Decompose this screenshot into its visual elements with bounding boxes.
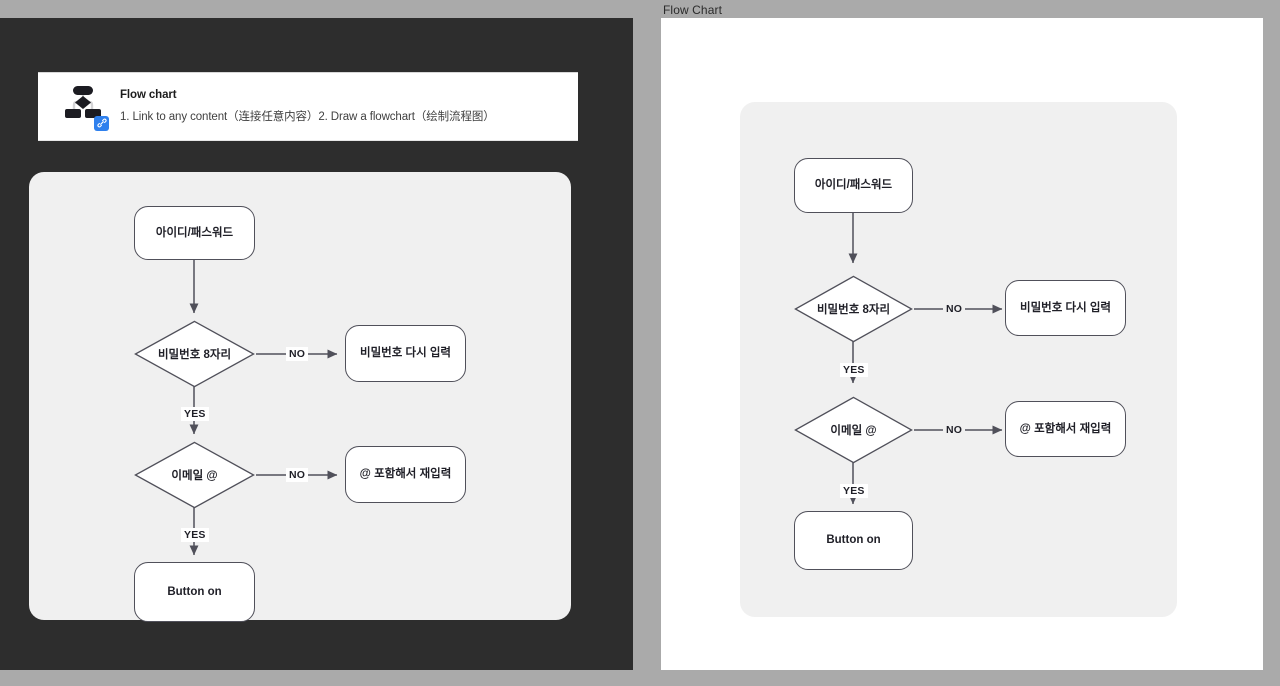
node-email-check: 이메일 @ bbox=[794, 396, 913, 464]
edge-label-yes-1: YES bbox=[840, 363, 868, 377]
edge-label-no-1: NO bbox=[943, 302, 966, 316]
editor-flow-canvas[interactable]: 아이디/패스워드 비밀번호 8자리 비밀번호 다시 입력 이메일 @ bbox=[29, 172, 571, 622]
editor-panel: Flow chart 1. Link to any content（连接任意内容… bbox=[0, 18, 633, 670]
node-pw-check: 비밀번호 8자리 bbox=[794, 275, 913, 343]
node-pw-check[interactable]: 비밀번호 8자리 bbox=[134, 320, 255, 388]
preview-panel: 아이디/패스워드 비밀번호 8자리 비밀번호 다시 입력 이메일 @ @ 포함해… bbox=[661, 18, 1263, 670]
block-subtitle: 1. Link to any content（连接任意内容）2. Draw a … bbox=[120, 111, 495, 123]
preview-title: Flow Chart bbox=[663, 3, 723, 17]
node-label: 이메일 @ bbox=[830, 425, 877, 437]
node-label: 이메일 @ bbox=[171, 470, 218, 482]
diamond-shape bbox=[134, 320, 255, 388]
block-text: Flow chart 1. Link to any content（连接任意内容… bbox=[120, 89, 495, 124]
edge-label-no-2: NO bbox=[286, 468, 309, 482]
node-pw-retry[interactable]: 비밀번호 다시 입력 bbox=[345, 325, 466, 382]
flowchart-block-card[interactable]: Flow chart 1. Link to any content（连接任意内容… bbox=[38, 72, 578, 141]
connectors-left bbox=[189, 260, 338, 556]
flowchart-icon bbox=[60, 85, 109, 131]
node-label: 비밀번호 8자리 bbox=[157, 349, 232, 361]
node-label: 비밀번호 8자리 bbox=[816, 304, 891, 316]
diamond-shape bbox=[794, 275, 913, 343]
node-start[interactable]: 아이디/패스워드 bbox=[134, 206, 255, 260]
edge-label-yes-2: YES bbox=[840, 484, 868, 498]
preview-flow-canvas: 아이디/패스워드 비밀번호 8자리 비밀번호 다시 입력 이메일 @ @ 포함해… bbox=[740, 102, 1177, 617]
node-email-retry: @ 포함해서 재입력 bbox=[1005, 401, 1126, 457]
flowchart-left: 아이디/패스워드 비밀번호 8자리 비밀번호 다시 입력 이메일 @ bbox=[29, 172, 571, 622]
edge-label-no-2: NO bbox=[943, 423, 966, 437]
block-title: Flow chart bbox=[120, 89, 177, 101]
link-badge-glyph bbox=[96, 118, 107, 128]
node-button-on[interactable]: Button on bbox=[134, 562, 255, 622]
node-start: 아이디/패스워드 bbox=[794, 158, 913, 213]
node-email-retry[interactable]: @ 포함해서 재입력 bbox=[345, 446, 466, 503]
node-pw-retry: 비밀번호 다시 입력 bbox=[1005, 280, 1126, 336]
node-email-check[interactable]: 이메일 @ bbox=[134, 441, 255, 509]
edge-label-yes-1: YES bbox=[181, 407, 209, 421]
link-badge-icon bbox=[94, 115, 109, 131]
flowchart-right: 아이디/패스워드 비밀번호 8자리 비밀번호 다시 입력 이메일 @ @ 포함해… bbox=[740, 102, 1177, 617]
edge-label-yes-2: YES bbox=[181, 528, 209, 542]
diamond-shape bbox=[794, 396, 913, 464]
edge-label-no-1: NO bbox=[286, 347, 309, 361]
node-button-on: Button on bbox=[794, 511, 913, 570]
flowchart-icon-glyph bbox=[65, 85, 101, 118]
diamond-shape bbox=[134, 441, 255, 509]
